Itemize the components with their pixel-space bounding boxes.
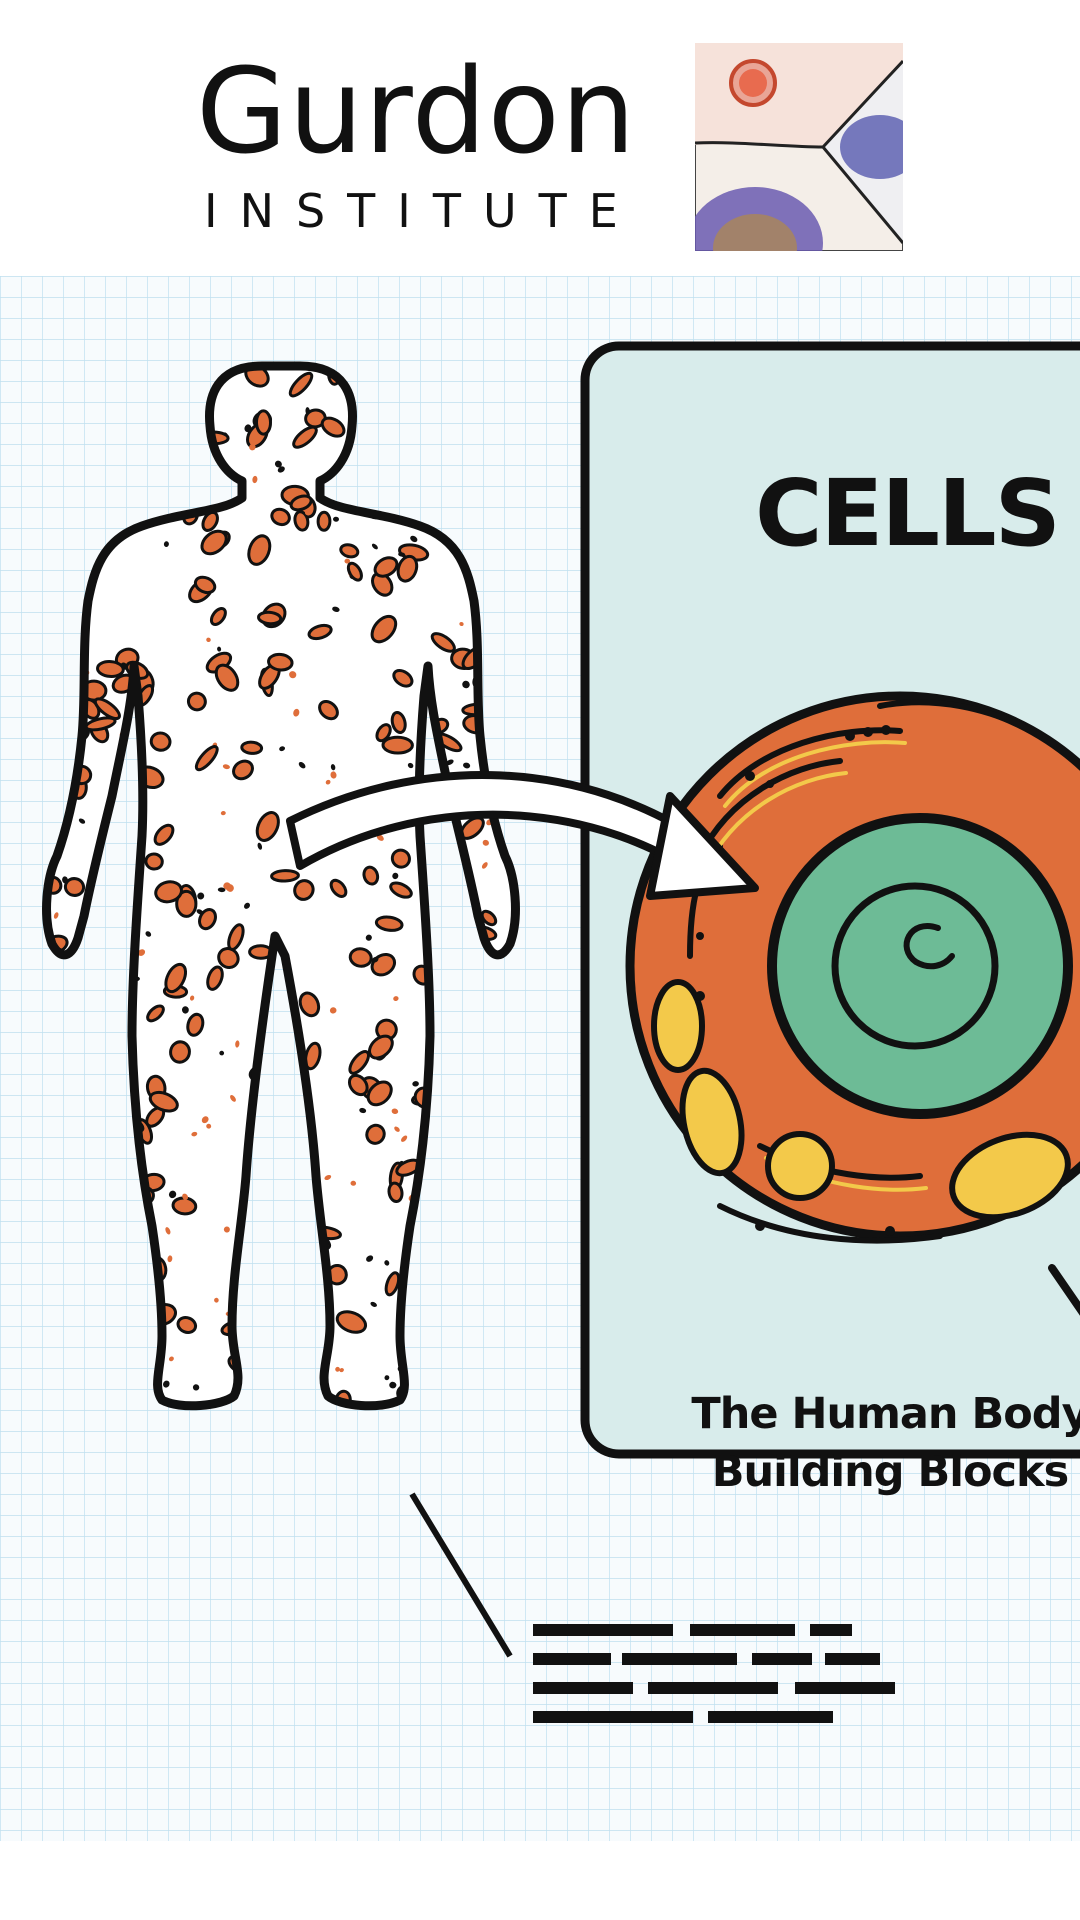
illustration-canvas: [0, 276, 1080, 1841]
curved-arrow-icon: [286, 771, 759, 900]
brand-name: Gurdon: [196, 42, 637, 180]
card-caption-line-2: Building Blocks: [711, 1447, 1069, 1497]
redacted-text-lines: [409, 1492, 895, 1723]
card-caption-line-1: The Human Body: [691, 1389, 1080, 1439]
bottom-strip: [0, 1841, 1080, 1920]
brand-subtitle: INSTITUTE: [204, 184, 640, 238]
card-caption: The Human Body Building Blocks: [690, 1385, 1080, 1501]
card-title: CELLS: [755, 460, 1061, 567]
animal-cell-icon: [625, 691, 1080, 1244]
header: Gurdon INSTITUTE: [0, 0, 1080, 275]
logo-tile-icon: [695, 43, 903, 251]
